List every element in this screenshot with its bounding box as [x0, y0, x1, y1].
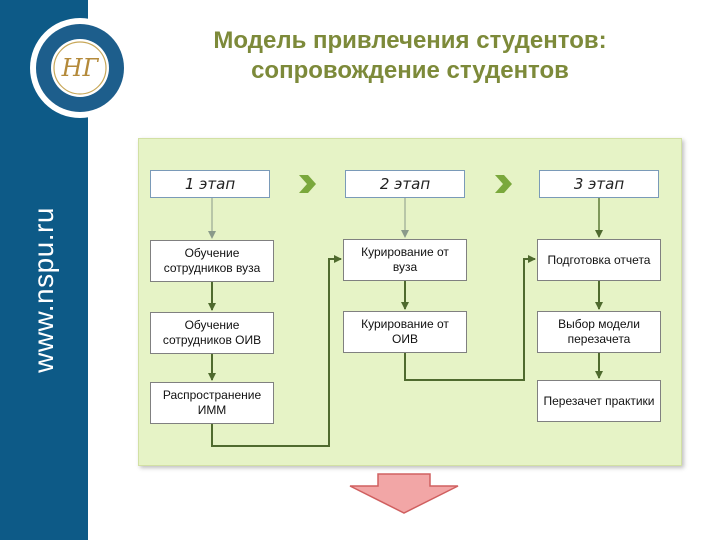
connector-2b-3a [404, 255, 536, 381]
step-3b-label: Выбор модели перезачета [558, 317, 640, 346]
step-2a: Курирование от вуза [343, 239, 467, 281]
stage-2: 2 этап [345, 170, 465, 198]
stage-3: 3 этап [539, 170, 659, 198]
step-1a-label: Обучение сотрудников вуза [163, 246, 261, 275]
logo-monogram-icon: НГ [53, 41, 107, 95]
step-2b: Курирование от ОИВ [343, 311, 467, 353]
step-3a-label: Подготовка отчета [547, 252, 651, 267]
step-1b: Обучение сотрудников ОИВ [150, 312, 274, 354]
step-3b: Выбор модели перезачета [537, 311, 661, 353]
page-title: Модель привлечения студентов: сопровожде… [140, 26, 680, 86]
university-logo: НГ [30, 18, 130, 118]
connector-1c-2a [211, 255, 342, 447]
step-2b-label: Курирование от ОИВ [361, 317, 449, 346]
step-3c: Перезачет практики [537, 380, 661, 422]
step-1a: Обучение сотрудников вуза [150, 240, 274, 282]
step-3a: Подготовка отчета [537, 239, 661, 281]
title-line-1: Модель привлечения студентов: [213, 27, 607, 54]
chevron-right-icon [495, 175, 512, 193]
step-2a-label: Курирование от вуза [361, 245, 449, 274]
down-arrow-icon [349, 473, 459, 514]
step-1c: Распространение ИММ [150, 382, 274, 424]
chevron-right-icon [299, 175, 316, 193]
stage-1: 1 этап [150, 170, 270, 198]
logo-monogram-text: НГ [61, 54, 100, 82]
step-1b-label: Обучение сотрудников ОИВ [162, 318, 262, 347]
logo-core: НГ [51, 39, 109, 97]
title-line-2: сопровождение студентов [251, 57, 569, 84]
step-3c-label: Перезачет практики [543, 393, 655, 408]
logo-ring: НГ [36, 24, 124, 112]
step-1c-label: Распространение ИММ [162, 388, 262, 417]
